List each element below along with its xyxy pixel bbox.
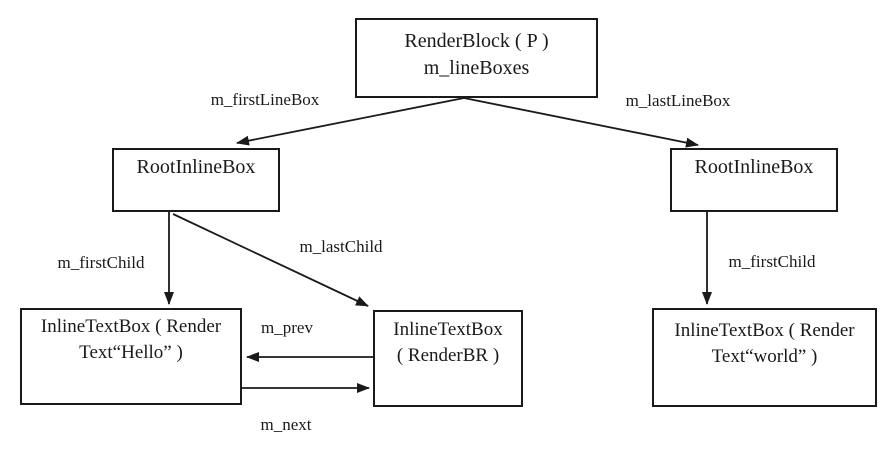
edge-label-m-prev: m_prev (261, 318, 313, 337)
node-root-inline-box-left-label: RootInlineBox (136, 156, 256, 178)
edge-label-m-last-line-box: m_lastLineBox (625, 91, 731, 110)
node-inline-text-box-world-line2: Text“world” ) (711, 346, 818, 367)
edge-label-m-first-child-left: m_firstChild (57, 253, 145, 272)
node-inline-text-box-world-line1: InlineTextBox ( Render (674, 320, 855, 341)
arrow-m-last-child (172, 213, 369, 307)
edge-label-m-first-child-right: m_firstChild (728, 252, 816, 271)
node-inline-text-box-hello-line2: Text“Hello” ) (79, 342, 183, 363)
node-root-inline-box-right-label: RootInlineBox (694, 156, 814, 178)
node-inline-text-box-br-line2: ( RenderBR ) (396, 345, 500, 366)
node-inline-text-box-br-line1: InlineTextBox (393, 319, 503, 340)
node-inline-text-box-hello-line1: InlineTextBox ( Render (40, 316, 222, 337)
edge-label-m-last-child: m_lastChild (299, 237, 383, 256)
edge-label-m-first-line-box: m_firstLineBox (210, 90, 320, 109)
node-render-block-line2: m_lineBoxes (423, 57, 530, 79)
node-inline-text-box-br: InlineTextBox ( RenderBR ) (373, 310, 523, 407)
node-inline-text-box-world: InlineTextBox ( Render Text“world” ) (652, 308, 877, 407)
node-render-block: RenderBlock ( P ) m_lineBoxes (355, 18, 598, 98)
node-render-block-line1: RenderBlock ( P ) (404, 30, 549, 52)
node-root-inline-box-left: RootInlineBox (112, 148, 280, 212)
node-root-inline-box-right: RootInlineBox (670, 148, 838, 212)
edge-label-m-next: m_next (260, 415, 312, 434)
node-inline-text-box-hello: InlineTextBox ( Render Text“Hello” ) (20, 308, 242, 405)
